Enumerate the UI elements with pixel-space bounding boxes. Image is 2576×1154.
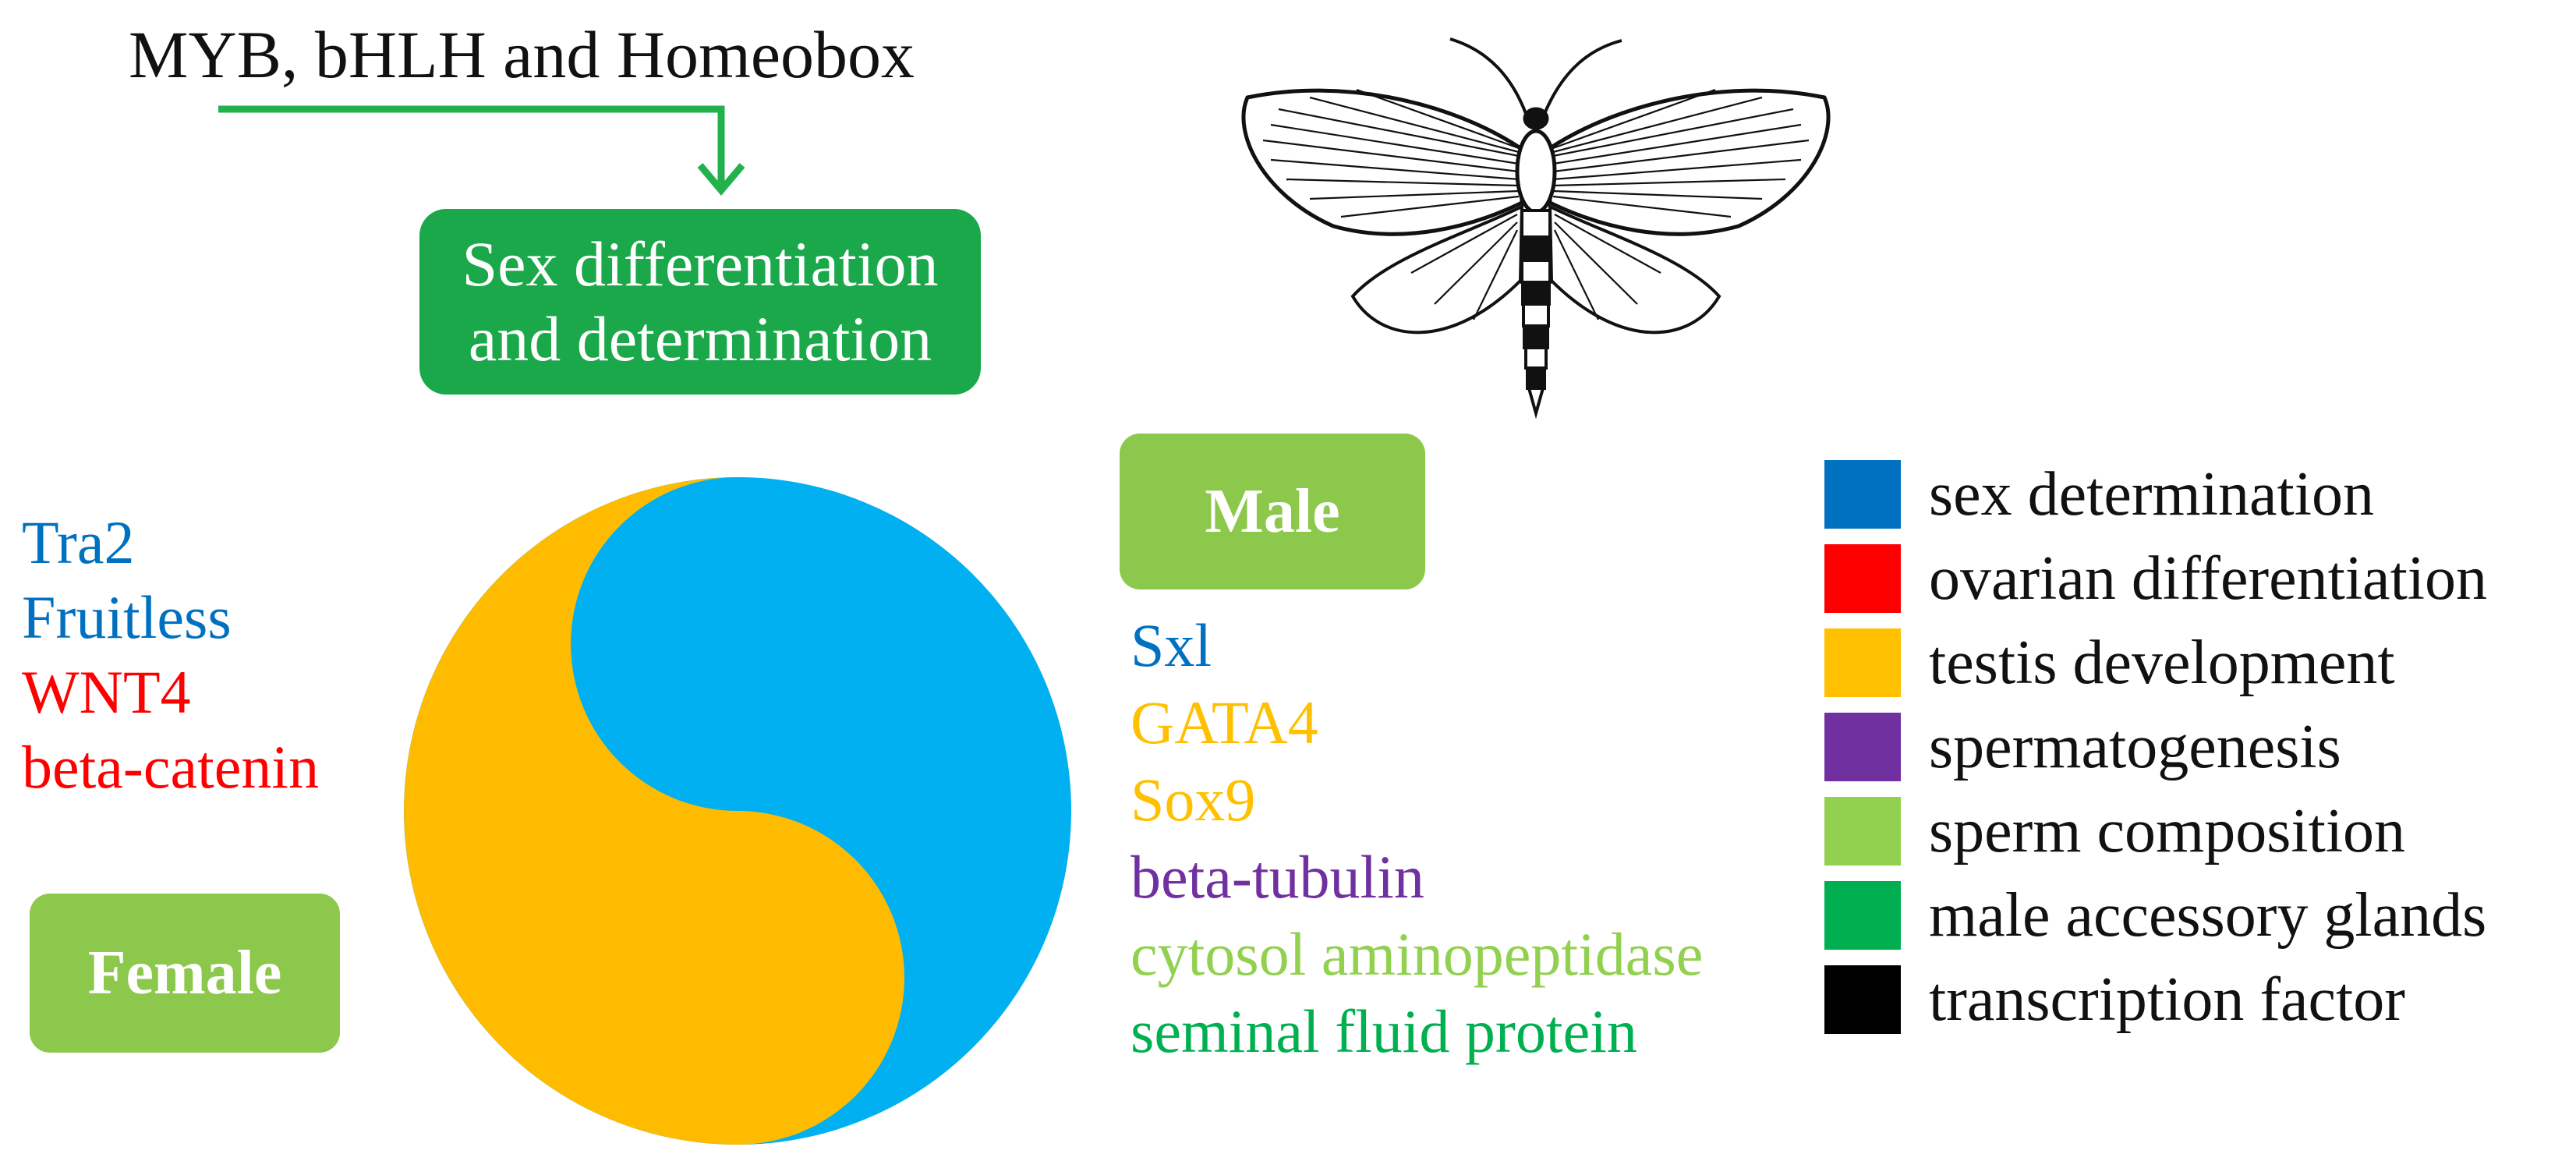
female-gene: Tra2 bbox=[22, 508, 135, 576]
sex-box-line2: and determination bbox=[468, 303, 932, 374]
female-label-box: Female bbox=[30, 894, 340, 1053]
legend-item: sex determination bbox=[1824, 452, 2487, 536]
legend-swatch bbox=[1824, 713, 1901, 781]
legend-swatch bbox=[1824, 460, 1901, 529]
female-gene: beta-catenin bbox=[22, 733, 320, 801]
legend-label: sperm composition bbox=[1929, 796, 2406, 866]
legend-label: testis development bbox=[1929, 628, 2395, 697]
female-gene-list: Tra2 Fruitless WNT4 beta-catenin bbox=[22, 505, 319, 805]
male-gene: Sox9 bbox=[1131, 766, 1256, 834]
male-gene: cytosol aminopeptidase bbox=[1131, 920, 1704, 988]
male-label: Male bbox=[1205, 476, 1340, 546]
moth-illustration-icon bbox=[1241, 37, 1831, 419]
legend-swatch bbox=[1824, 965, 1901, 1034]
legend: sex determination ovarian differentiatio… bbox=[1824, 452, 2487, 1042]
female-gene: Fruitless bbox=[22, 583, 232, 651]
sex-differentiation-box: Sex differentiation and determination bbox=[419, 209, 981, 395]
male-gene: Sxl bbox=[1131, 611, 1212, 679]
legend-label: transcription factor bbox=[1929, 965, 2405, 1034]
legend-label: spermatogenesis bbox=[1929, 712, 2341, 781]
legend-item: spermatogenesis bbox=[1824, 705, 2487, 789]
legend-swatch bbox=[1824, 628, 1901, 697]
legend-item: testis development bbox=[1824, 621, 2487, 705]
legend-label: male accessory glands bbox=[1929, 880, 2487, 950]
female-gene: WNT4 bbox=[22, 658, 191, 726]
male-gene: seminal fluid protein bbox=[1131, 997, 1637, 1065]
legend-item: sperm composition bbox=[1824, 789, 2487, 873]
legend-swatch bbox=[1824, 797, 1901, 866]
female-label: Female bbox=[87, 938, 282, 1007]
down-arrow-icon bbox=[218, 105, 745, 196]
yin-yang-icon bbox=[404, 477, 1071, 1145]
male-label-box: Male bbox=[1120, 434, 1425, 589]
legend-item: ovarian differentiation bbox=[1824, 536, 2487, 621]
legend-item: male accessory glands bbox=[1824, 873, 2487, 958]
legend-swatch bbox=[1824, 544, 1901, 613]
legend-label: ovarian differentiation bbox=[1929, 543, 2488, 613]
male-gene: GATA4 bbox=[1131, 689, 1318, 756]
male-gene: beta-tubulin bbox=[1131, 843, 1424, 911]
male-gene-list: Sxl GATA4 Sox9 beta-tubulin cytosol amin… bbox=[1131, 607, 1703, 1070]
legend-swatch bbox=[1824, 881, 1901, 950]
sex-box-line1: Sex differentiation bbox=[462, 228, 939, 300]
transcription-factors-label: MYB, bHLH and Homeobox bbox=[129, 17, 915, 92]
legend-item: transcription factor bbox=[1824, 958, 2487, 1042]
legend-label: sex determination bbox=[1929, 459, 2374, 529]
